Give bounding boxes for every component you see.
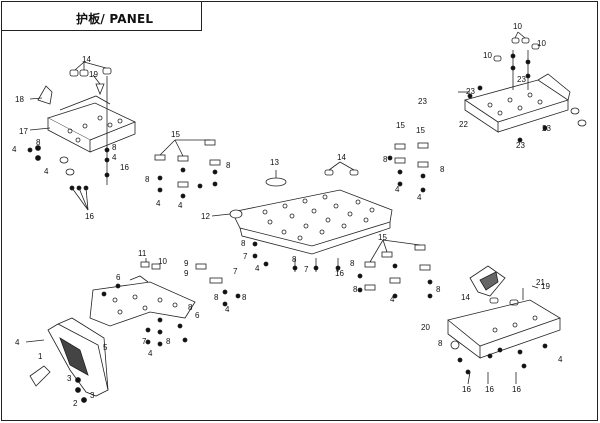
callout-label: 4	[112, 153, 117, 162]
callout-label: 8	[36, 138, 41, 147]
callout-label: 7	[142, 337, 147, 346]
part-side-guard	[25, 317, 109, 403]
callout-label: 8	[383, 155, 388, 164]
callout-label: 10	[513, 22, 522, 31]
title-box: 护板/ PANEL	[2, 2, 202, 31]
part-bracket-group-left	[154, 139, 221, 199]
callout-label: 11	[138, 249, 147, 258]
leaders-top-left	[29, 61, 107, 131]
callout-labels: 14 19 18 17 4 8 4 8 4 16 16 15 8 4 8 4 1…	[12, 22, 563, 408]
callout-label: 2	[73, 399, 78, 408]
callout-label: 4	[178, 201, 183, 210]
callout-label: 8	[188, 303, 193, 312]
callout-label: 5	[103, 343, 108, 352]
part-bracket-group-right-lower	[357, 239, 433, 299]
part-bracket-group-right-upper	[387, 142, 429, 193]
callout-label: 4	[558, 355, 563, 364]
callout-label: 22	[459, 120, 468, 129]
callout-label: 23	[418, 97, 427, 106]
page-title: 护板/ PANEL	[76, 12, 154, 26]
callout-label: 4	[148, 349, 153, 358]
part-skid-bracket-rear	[464, 73, 587, 133]
callout-label: 9	[184, 259, 189, 268]
callout-label: 6	[116, 273, 121, 282]
callout-label: 4	[44, 167, 49, 176]
callout-label: 16	[85, 212, 94, 221]
part-center-skid-plate	[211, 161, 393, 272]
callout-label: 16	[120, 163, 129, 172]
callout-label: 16	[462, 385, 471, 394]
callout-label: 14	[337, 153, 346, 162]
callout-label: 8	[292, 255, 297, 264]
callout-label: 4	[12, 145, 17, 154]
callout-label: 6	[195, 311, 200, 320]
callout-label: 8	[145, 175, 150, 184]
part-rubber-pad	[37, 85, 53, 105]
callout-label: 10	[537, 39, 546, 48]
callout-label: 7	[243, 252, 248, 261]
callout-label: 4	[417, 193, 422, 202]
callout-label: 8	[214, 293, 219, 302]
callout-label: 7	[304, 265, 309, 274]
callout-label: 8	[350, 259, 355, 268]
callout-label: 8	[112, 143, 117, 152]
callout-label: 8	[440, 165, 445, 174]
callout-label: 23	[516, 141, 525, 150]
callout-label: 8	[438, 339, 443, 348]
callout-label: 16	[485, 385, 494, 394]
callout-label: 14	[82, 55, 91, 64]
callout-label: 8	[436, 285, 441, 294]
callout-label: 14	[461, 293, 470, 302]
part-side-plate	[89, 275, 196, 327]
callout-label: 10	[158, 257, 167, 266]
callout-label: 10	[483, 51, 492, 60]
callout-label: 23	[542, 124, 551, 133]
callout-label: 4	[390, 295, 395, 304]
callout-label: 4	[395, 185, 400, 194]
callout-label: 19	[541, 282, 550, 291]
callout-label: 20	[421, 323, 430, 332]
callout-label: 4	[15, 338, 20, 347]
callout-label: 21	[536, 278, 545, 287]
callout-label: 3	[67, 374, 72, 383]
callout-label: 8	[226, 161, 231, 170]
callout-label: 4	[225, 305, 230, 314]
callout-label: 23	[466, 87, 475, 96]
callout-label: 23	[517, 75, 526, 84]
callout-label: 4	[255, 264, 260, 273]
callout-label: 8	[241, 239, 246, 248]
callout-label: 15	[171, 130, 180, 139]
callout-label: 16	[512, 385, 521, 394]
callout-label: 3	[90, 391, 95, 400]
part-bushings-top-right	[458, 31, 548, 143]
callout-label: 15	[396, 121, 405, 130]
callout-label: 4	[156, 199, 161, 208]
callout-label: 16	[335, 269, 344, 278]
callout-label: 1	[38, 352, 43, 361]
callout-label: 9	[184, 269, 189, 278]
callout-label: 15	[416, 126, 425, 135]
callout-label: 18	[15, 95, 24, 104]
callout-label: 15	[378, 233, 387, 242]
callout-label: 8	[353, 285, 358, 294]
callout-label: 8	[242, 293, 247, 302]
callout-label: 19	[89, 70, 98, 79]
part-skid-bracket-front	[46, 95, 136, 153]
part-lower-left-hardware	[101, 258, 241, 347]
callout-label: 17	[19, 127, 28, 136]
callout-label: 7	[233, 267, 238, 276]
callout-label: 12	[201, 212, 210, 221]
callout-label: 8	[166, 337, 171, 346]
part-rear-side-guard	[447, 265, 561, 385]
callout-label: 13	[270, 158, 279, 167]
part-bolts-top-left	[27, 76, 110, 211]
